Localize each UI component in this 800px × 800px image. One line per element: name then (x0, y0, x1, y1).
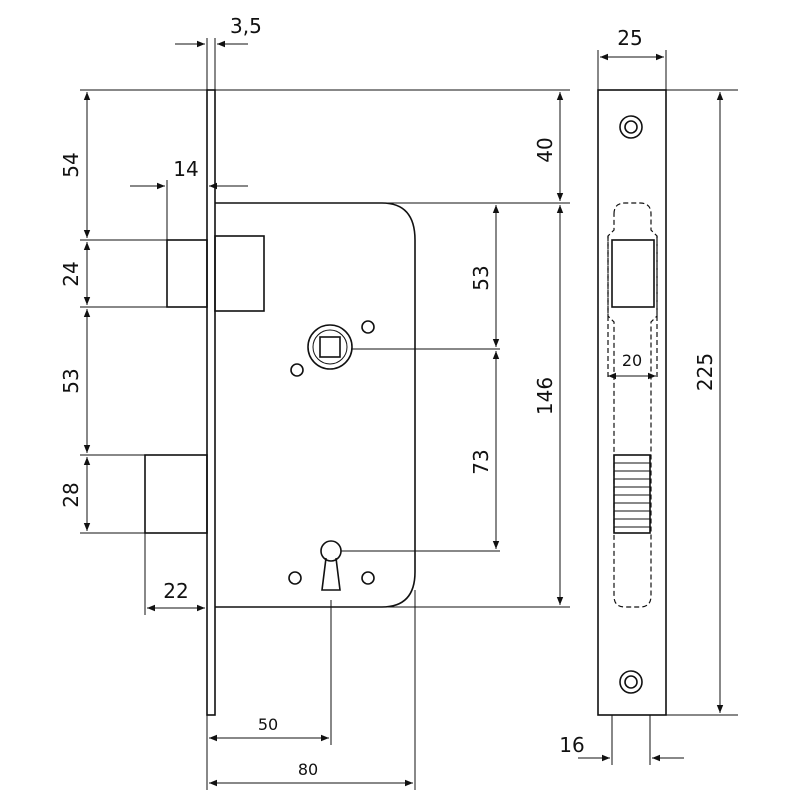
dim-body-height: 146 (533, 377, 557, 415)
dim-screwhole-width: 16 (559, 733, 584, 757)
dim-spindle-to-keyhole: 73 (469, 449, 493, 474)
spindle-hub (307, 324, 353, 370)
case-outline-hidden (607, 202, 658, 608)
dim-backset-keyhole: 50 (258, 715, 278, 734)
latch-bolt (166, 239, 208, 308)
dim-body-depth: 80 (298, 760, 318, 779)
screw-icon (619, 670, 643, 694)
lock-case (215, 202, 416, 608)
dim-latch-opening-width: 20 (622, 351, 642, 370)
keyhole-icon (320, 540, 342, 591)
screw-hole-icon (361, 571, 375, 585)
dim-body-to-spindle: 53 (469, 265, 493, 290)
dim-faceplate-thickness: 3,5 (230, 14, 262, 38)
dim-top-to-latch: 54 (59, 152, 83, 177)
dim-latch-to-bolt: 53 (59, 368, 83, 393)
latch-opening (611, 239, 655, 308)
dim-top-to-body: 40 (533, 137, 557, 162)
dim-faceplate-width: 25 (617, 26, 642, 50)
side-view: 54 24 53 28 3,5 14 22 40 53 73 (59, 14, 570, 790)
dim-bolt-height: 28 (59, 482, 83, 507)
screw-hole-icon (290, 363, 304, 377)
screw-icon (619, 115, 643, 139)
front-view: 25 20 225 16 (559, 26, 738, 765)
faceplate-side (206, 89, 216, 716)
dim-latch-height: 24 (59, 261, 83, 286)
dead-bolt (144, 454, 208, 534)
faceplate-front (597, 89, 667, 716)
dim-faceplate-length: 225 (693, 353, 717, 391)
bolt-opening (613, 454, 651, 534)
latch-inner (214, 235, 265, 312)
dim-bolt-projection: 22 (163, 579, 188, 603)
screw-hole-icon (288, 571, 302, 585)
dim-latch-projection: 14 (173, 157, 198, 181)
screw-hole-icon (361, 320, 375, 334)
